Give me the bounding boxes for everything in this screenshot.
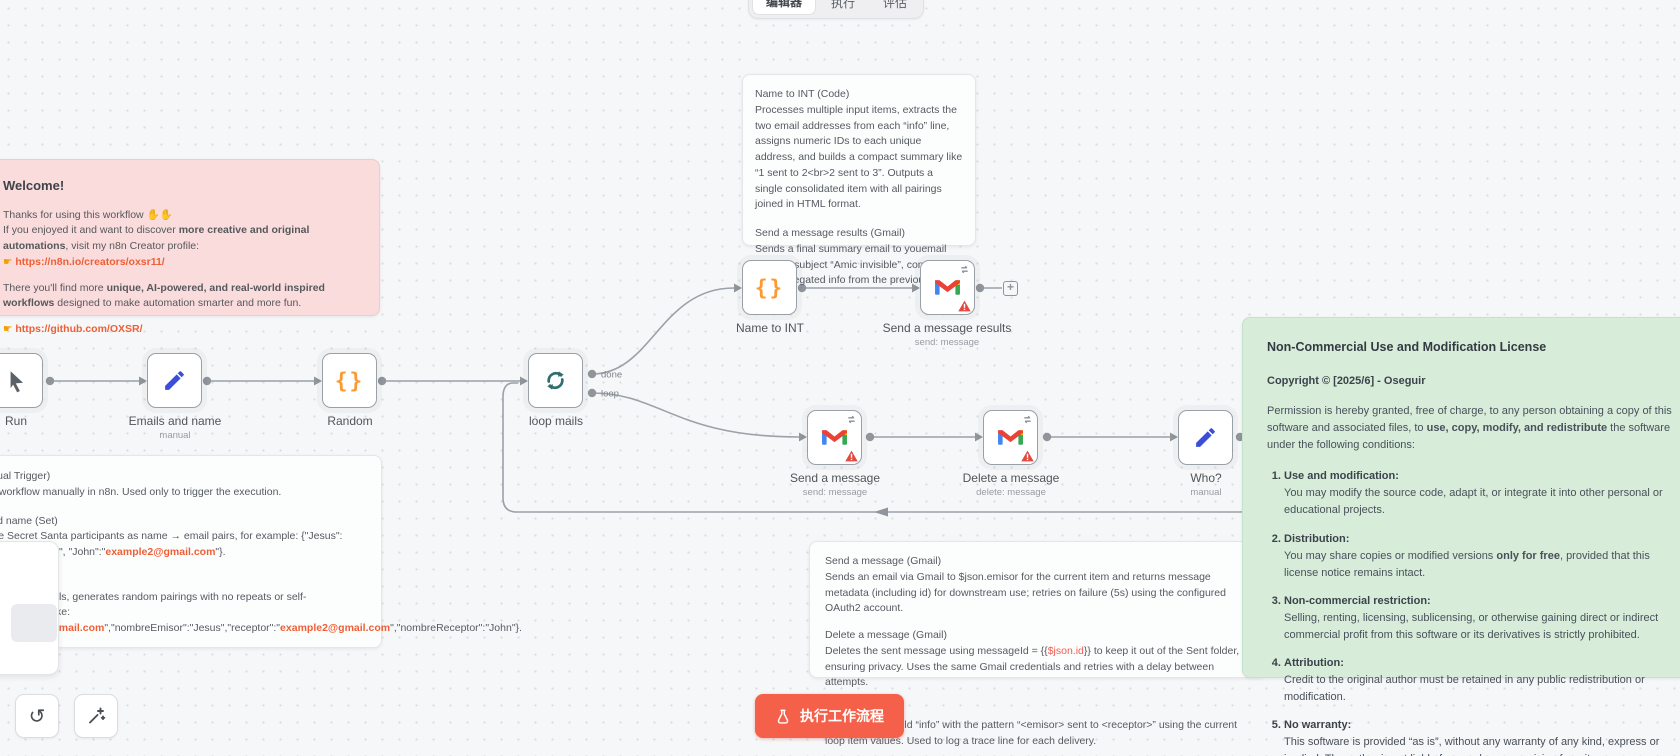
tab-evaluations[interactable]: 评估 [883, 0, 908, 10]
docs-run: Run (Manual Trigger)Starts the workflow … [0, 470, 282, 498]
undo-icon: ↺ [28, 705, 46, 728]
node-send-message[interactable] [807, 410, 862, 465]
github-link[interactable]: https://github.com/OXSR/ [15, 323, 143, 335]
node-random-caption: Random [327, 414, 373, 428]
node-loop-caption: loop mails [528, 414, 584, 428]
license-item: No warranty:This software is provided “a… [1284, 717, 1675, 756]
node-run-caption: Run [4, 414, 27, 428]
point-right-emoji: ☛ [3, 255, 13, 268]
welcome-line2: If you enjoyed it and want to discover m… [3, 224, 310, 252]
code-braces-icon: {} [334, 368, 365, 393]
license-title: Non-Commercial Use and Modification Lice… [1267, 340, 1547, 354]
gmail-icon [998, 430, 1023, 445]
warning-icon [845, 450, 858, 462]
output-label-loop: loop [601, 389, 619, 400]
gmail-docs-delete: Delete a message (Gmail)Deletes the sent… [825, 629, 1240, 689]
welcome-title: Welcome! [3, 178, 65, 193]
license-list: Use and modification:You may modify the … [1267, 468, 1675, 756]
gmail-docs-send: Send a message (Gmail)Sends an email via… [825, 555, 1226, 615]
gmail-icon [935, 280, 960, 295]
welcome-link1-row: ☛ https://n8n.io/creators/oxsr11/ [3, 255, 361, 271]
node-who[interactable] [1178, 410, 1233, 465]
license-item: Distribution:You may share copies or mod… [1284, 531, 1675, 582]
point-right-emoji: ☛ [3, 323, 13, 335]
undo-button[interactable]: ↺ [15, 694, 59, 738]
node-name-to-int[interactable]: {} [742, 260, 797, 315]
info-p1: Name to INT (Code)Processes multiple inp… [755, 88, 963, 211]
raised-hands-emoji: ✋✋ [146, 208, 173, 221]
retry-icon [961, 265, 968, 274]
preview-panel[interactable] [0, 541, 59, 675]
execute-workflow-label: 执行工作流程 [800, 708, 884, 724]
pencil-icon [165, 371, 184, 390]
node-send-results[interactable] [920, 260, 975, 315]
tidy-up-button[interactable] [74, 694, 118, 738]
retry-icon [1024, 415, 1031, 424]
add-node-button[interactable]: + [1003, 281, 1018, 296]
sticky-note-trigger-docs[interactable]: Run (Manual Trigger)Starts the workflow … [0, 455, 522, 648]
license-copyright: Copyright © [2025/6] - Oseguir [1267, 374, 1426, 387]
welcome-line1: Thanks for using this workflow ✋✋ [3, 208, 173, 221]
gmail-icon [822, 430, 847, 445]
execute-workflow-button[interactable]: 执行工作流程 [755, 694, 904, 738]
retry-icon [848, 415, 855, 424]
sticky-note-gmail-docs[interactable]: Send a message (Gmail)Sends an email via… [809, 541, 1267, 747]
creator-profile-link[interactable]: https://n8n.io/creators/oxsr11/ [15, 255, 165, 268]
docs-emails: Emails and name (Set)Defines the Secret … [0, 514, 343, 559]
sticky-note-nametoint-info[interactable]: Name to INT (Code)Processes multiple inp… [742, 74, 976, 286]
welcome-link2-row: ☛ https://github.com/OXSR/ [3, 322, 361, 338]
node-nametoint-caption: Name to INT [735, 321, 804, 335]
code-braces-icon: {} [754, 275, 785, 300]
magic-wand-icon [89, 707, 106, 724]
sticky-note-welcome[interactable]: Welcome! Thanks for using this workflow … [0, 159, 380, 335]
sticky-note-license[interactable]: Non-Commercial Use and Modification Lice… [1242, 317, 1680, 756]
panel-placeholder [11, 604, 57, 642]
node-who-caption: Who?manual [1190, 471, 1222, 498]
node-random[interactable]: {} [322, 353, 377, 408]
tab-executions[interactable]: 执行 [831, 0, 856, 10]
warning-icon [1021, 450, 1034, 462]
info-p2: Send a message results (Gmail)Sends a fi… [755, 227, 959, 287]
license-item: Attribution:Credit to the original autho… [1284, 655, 1675, 706]
license-intro: Permission is hereby granted, free of ch… [1267, 405, 1672, 452]
license-item: Use and modification:You may modify the … [1284, 468, 1675, 519]
license-item: Non-commercial restriction:Selling, rent… [1284, 593, 1675, 644]
plus-icon: + [1006, 280, 1014, 294]
node-run[interactable] [0, 353, 43, 408]
cursor-icon [10, 370, 23, 392]
node-emails-and-name[interactable] [147, 353, 202, 408]
node-delete-message[interactable] [983, 410, 1038, 465]
pencil-icon [1196, 428, 1215, 447]
node-loop-mails[interactable] [528, 353, 583, 408]
output-label-done: done [601, 370, 622, 381]
tab-editor[interactable]: 编辑器 [752, 0, 817, 15]
warning-icon [958, 300, 971, 312]
view-tabbar: 编辑器 执行 评估 [748, 0, 925, 19]
welcome-line3: There you'll find more unique, AI-powere… [3, 281, 325, 310]
flask-icon [777, 709, 789, 724]
loop-icon [547, 371, 564, 390]
